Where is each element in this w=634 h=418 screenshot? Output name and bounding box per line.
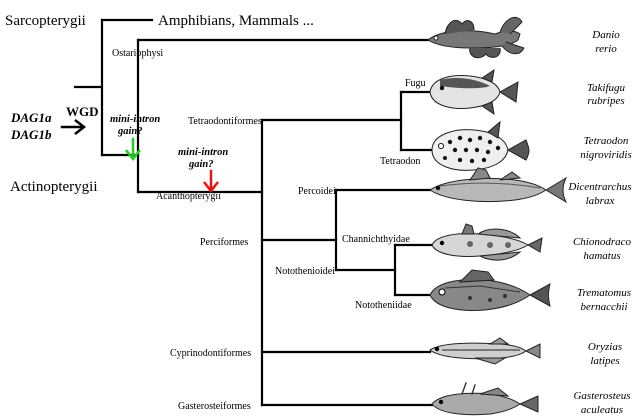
species-genus: Chionodraco (573, 236, 632, 248)
species-genus: Tetraodon (584, 135, 629, 147)
fish-icon-chionodraco (432, 224, 542, 260)
label-gene-dag1b: DAG1b (10, 127, 52, 142)
label-sarcopterygii: Sarcopterygii (5, 13, 86, 29)
species-epithet: latipes (590, 355, 619, 367)
fish-icon-dicentrarchus (430, 168, 566, 202)
label-event1-line1: mini-intron (110, 114, 160, 125)
fish-icon-tetraodon (432, 122, 529, 170)
species-epithet: hamatus (583, 250, 620, 262)
label-event2-line1: mini-intron (178, 147, 228, 158)
fish-icon-gasterosteus (432, 383, 538, 415)
label-wgd: WGD (66, 104, 99, 119)
species-genus: Trematomus (577, 287, 631, 299)
wgd-arrow-icon (62, 120, 84, 134)
label-gasterosteiformes: Gasterosteiformes (178, 401, 251, 412)
species-chionodraco: Chionodraco hamatus (573, 236, 632, 262)
species-epithet: rerio (595, 43, 617, 55)
label-actinopterygii: Actinopterygii (10, 179, 97, 195)
tree-branches (75, 20, 432, 405)
label-perciformes: Perciformes (200, 237, 248, 248)
species-danio: Danio rerio (591, 29, 620, 55)
species-epithet: rubripes (587, 95, 624, 107)
species-epithet: bernacchii (580, 301, 627, 313)
species-takifugu: Takifugu rubripes (587, 82, 626, 107)
label-percoidei: Percoidei (298, 186, 336, 197)
species-dicentrarchus: Dicentrarchus labrax (567, 181, 631, 207)
species-genus: Danio (591, 29, 620, 41)
label-tetraodontiformes: Tetraodontiformes (188, 116, 262, 127)
label-notothenioidei: Notothenioidei (275, 266, 335, 277)
red-arrow-icon (204, 171, 218, 191)
fish-icon-oryzias (430, 338, 540, 364)
label-channichthyidae: Channichthyidae (342, 234, 410, 245)
species-genus: Oryzias (588, 341, 622, 353)
label-event2-line2: gain? (188, 159, 214, 170)
species-trematomus: Trematomus bernacchii (577, 287, 631, 313)
label-fugu: Fugu (405, 78, 426, 89)
label-gene-dag1a: DAG1a (10, 110, 52, 125)
label-nototheniidae: Nototheniidae (355, 300, 412, 311)
label-ostariophysi: Ostariophysi (112, 48, 163, 59)
fish-icon-danio (428, 17, 524, 57)
species-epithet: aculeatus (581, 404, 623, 416)
species-genus: Takifugu (587, 82, 626, 94)
label-tetraodon: Tetraodon (380, 156, 420, 167)
species-tetraodon: Tetraodon nigroviridis (580, 135, 632, 161)
label-cyprinodontiformes: Cyprinodontiformes (170, 348, 251, 359)
fish-icon-trematomus (430, 270, 550, 310)
species-oryzias: Oryzias latipes (588, 341, 622, 367)
species-genus: Gasterosteus (573, 390, 630, 402)
species-epithet: nigroviridis (580, 149, 632, 161)
species-genus: Dicentrarchus (567, 181, 631, 193)
species-gasterosteus: Gasterosteus aculeatus (573, 390, 630, 416)
species-epithet: labrax (586, 195, 615, 207)
fish-icon-fugu (430, 70, 518, 114)
label-event1-line2: gain? (117, 126, 143, 137)
label-acanthopterygii: Acanthopterygii (156, 191, 221, 202)
label-amphibians-mammals: Amphibians, Mammals ... (158, 13, 314, 29)
